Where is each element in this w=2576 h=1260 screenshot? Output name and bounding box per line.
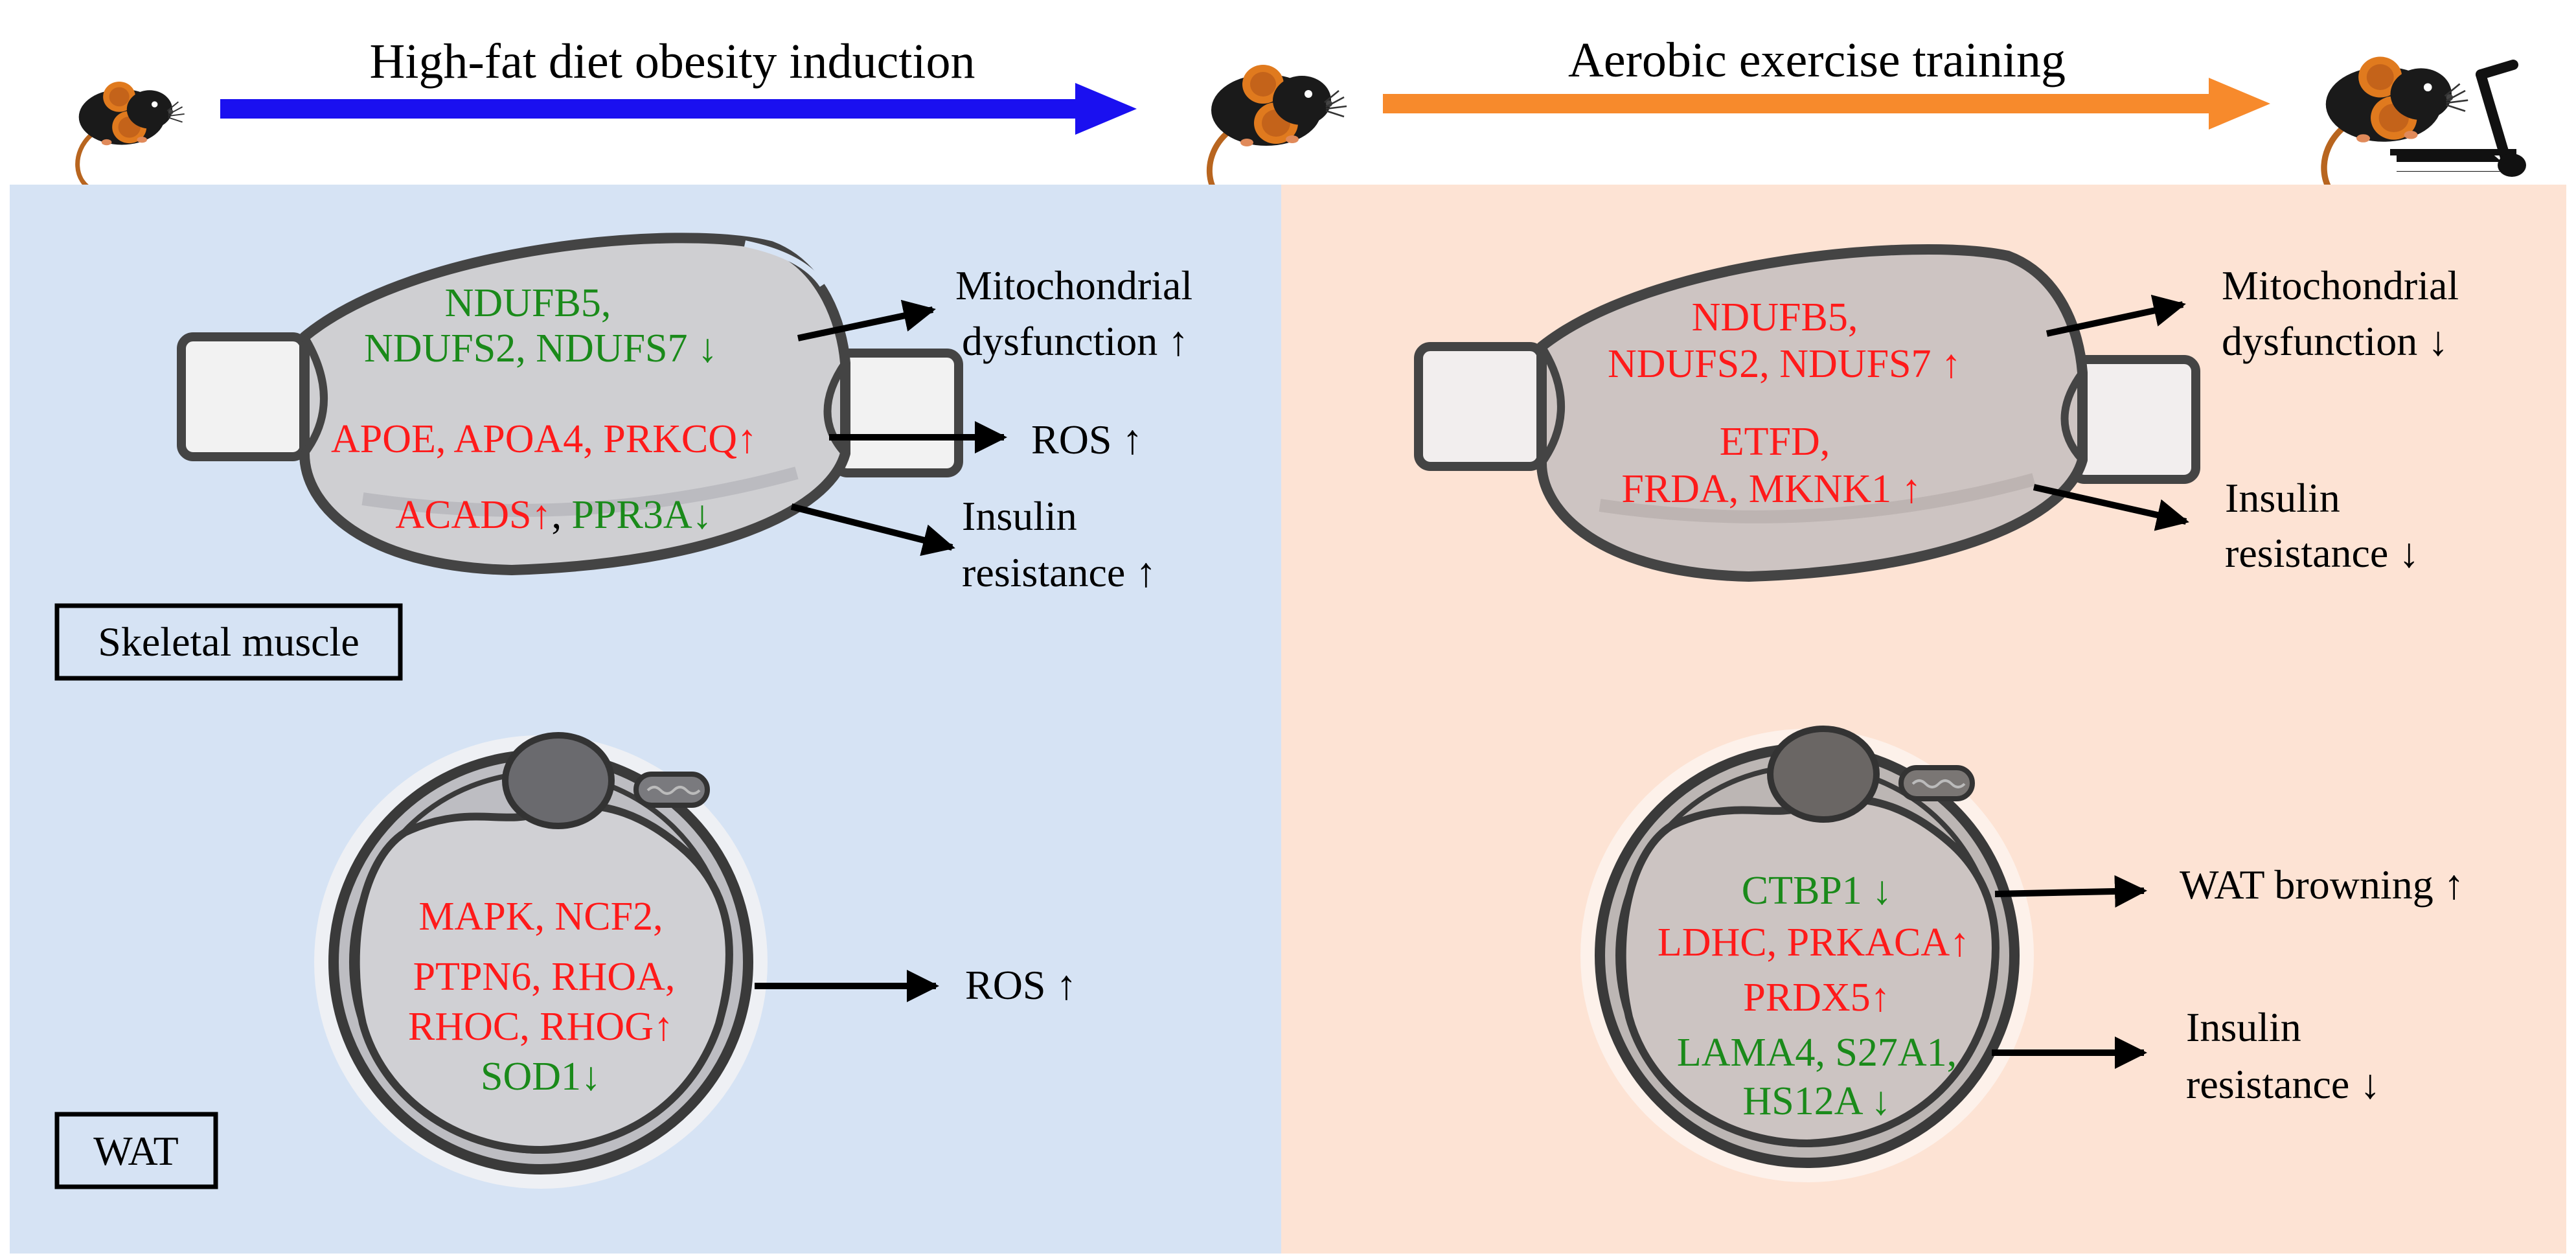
genes-etfd: ETFD, bbox=[1720, 420, 1830, 464]
genes-ndufb5-right: NDUFB5, bbox=[1692, 295, 1858, 339]
outcome-dysfunction: dysfunction ↑ bbox=[962, 318, 1189, 364]
outcome-wat-ros: ROS ↑ bbox=[965, 962, 1077, 1008]
outcome-insulin-wat: Insulin bbox=[2186, 1004, 2301, 1050]
wat-label: WAT bbox=[93, 1128, 179, 1174]
stage2-label: Aerobic exercise training bbox=[1568, 33, 2066, 87]
gene-ppr3a: PPR3A↓ bbox=[572, 493, 712, 537]
skeletal-muscle-label: Skeletal muscle bbox=[98, 619, 359, 665]
genes-sod1: SOD1↓ bbox=[481, 1055, 601, 1099]
arrow-to-insulin-right bbox=[2033, 484, 2189, 531]
muscle-fiber-icon bbox=[1414, 244, 2200, 582]
stage1-label: High-fat diet obesity induction bbox=[369, 34, 975, 89]
stage2-arrowhead bbox=[2209, 78, 2270, 130]
wat-label-box bbox=[54, 1112, 218, 1189]
adipocyte-icon bbox=[314, 732, 768, 1189]
outcome-resistance-right: resistance ↓ bbox=[2225, 530, 2419, 576]
genes-ptpn6-rhoa: PTPN6, RHOA, bbox=[413, 955, 676, 999]
genes-hs12a: HS12A ↓ bbox=[1742, 1079, 1891, 1123]
muscle-fiber-icon bbox=[177, 233, 963, 575]
genes-ctbp1: CTBP1 ↓ bbox=[1742, 869, 1893, 913]
adipocyte-icon bbox=[1580, 726, 2034, 1182]
genes-ndufs2-ndufs7: NDUFS2, NDUFS7 ↓ bbox=[364, 326, 718, 371]
genes-mapk-ncf2: MAPK, NCF2, bbox=[418, 895, 663, 939]
outcome-dysfunction-right: dysfunction ↓ bbox=[2222, 318, 2448, 364]
arrow-to-insulin bbox=[790, 503, 955, 556]
genes-lama4-s27a1: LAMA4, S27A1, bbox=[1677, 1031, 1957, 1075]
outcome-wat-browning: WAT browning ↑ bbox=[2180, 862, 2465, 908]
outcome-insulin-right: Insulin bbox=[2225, 475, 2340, 521]
arrow-to-browning bbox=[1994, 875, 2147, 908]
arrow-to-mito bbox=[797, 299, 936, 341]
genes-ndufs2-ndufs7-right: NDUFS2, NDUFS7 ↑ bbox=[1608, 342, 1961, 386]
genes-ndufb5: NDUFB5, bbox=[445, 281, 611, 325]
genes-rhoc-rhog: RHOC, RHOG↑ bbox=[408, 1005, 674, 1049]
outcome-ros: ROS ↑ bbox=[1031, 417, 1143, 463]
outcome-resistance-wat: resistance ↓ bbox=[2186, 1061, 2380, 1107]
arrow-to-mito-right bbox=[2046, 294, 2186, 337]
genes-prdx5: PRDX5↑ bbox=[1743, 976, 1890, 1020]
mouse-on-treadmill-icon bbox=[2324, 57, 2526, 223]
gene-separator: , bbox=[552, 493, 572, 537]
outcome-mitochondrial: Mitochondrial bbox=[955, 262, 1192, 308]
skeletal-muscle-label-box bbox=[54, 603, 403, 681]
genes-ldhc-prkaca: LDHC, PRKACA↑ bbox=[1658, 921, 1970, 965]
outcome-resistance: resistance ↑ bbox=[962, 549, 1156, 595]
genes-frda-mknk1: FRDA, MKNK1 ↑ bbox=[1621, 467, 1921, 511]
genes-apoe-apoa4-prkcq: APOE, APOA4, PRKCQ↑ bbox=[331, 417, 757, 461]
stage1-arrowhead bbox=[1075, 83, 1137, 135]
gene-acads: ACADS↑ bbox=[395, 493, 551, 537]
genes-acads-ppr3a: ACADS↑, PPR3A↓ bbox=[395, 493, 712, 537]
outcome-mitochondrial-right: Mitochondrial bbox=[2222, 262, 2459, 308]
outcome-insulin: Insulin bbox=[962, 493, 1077, 539]
